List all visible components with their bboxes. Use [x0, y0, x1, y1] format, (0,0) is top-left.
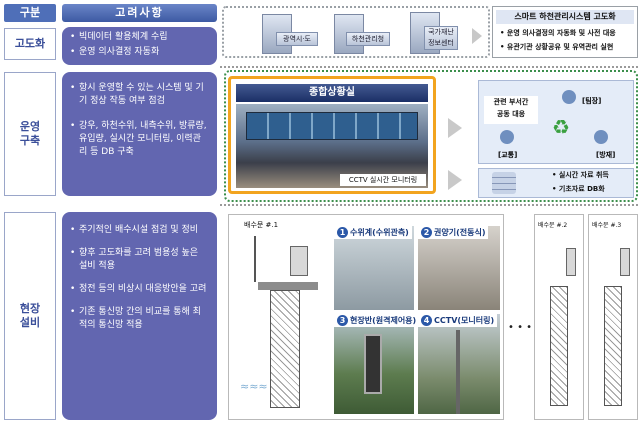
- recycle-icon: ♻: [552, 115, 570, 139]
- header-category: 구분: [4, 4, 56, 22]
- gate-1-label: 배수문 #.1: [244, 221, 279, 229]
- list-item: 항시 운영할 수 있는 시스템 및 기기 정상 작동 여부 점검: [70, 82, 209, 108]
- field-panel-device: [364, 334, 382, 394]
- photo-2-num: 2: [421, 227, 432, 238]
- photo-2: [418, 226, 500, 310]
- smart-system-item: • 운영 의사결정의 자동화 및 사전 대응: [500, 29, 616, 37]
- control-panel: [566, 248, 576, 276]
- photo-3-label: 현장반(원격제어용): [350, 316, 417, 325]
- arrow-icon: [472, 28, 482, 44]
- row-label-advancement: 고도화: [4, 28, 56, 60]
- photo-4-num: 4: [421, 315, 432, 326]
- agency-group: [222, 6, 490, 58]
- photo-1-num: 1: [337, 227, 348, 238]
- row-label-operation: 운영 구축: [4, 72, 56, 196]
- arrow-icon: [448, 118, 462, 138]
- database-icon: [492, 172, 516, 194]
- building-label-3: 국가재난정보센터: [424, 26, 458, 50]
- operations-group: [224, 70, 638, 202]
- gate-structure: [604, 286, 622, 406]
- arrow-icon: [448, 170, 462, 190]
- gate-structure: [270, 290, 300, 408]
- list-item: 기존 통신망 간의 비교를 통해 최적의 통신망 적용: [70, 306, 209, 332]
- data-item: • 기초자료 DB화: [552, 185, 605, 193]
- gate-3-label: 배수문 #.3: [592, 222, 622, 229]
- water-level-gauge: [254, 236, 256, 282]
- row-items-operation: 항시 운영할 수 있는 시스템 및 기기 정상 작동 여부 점검 강우, 하천수…: [62, 72, 217, 196]
- data-item-1: 실시간 자료 취득: [558, 171, 609, 179]
- gate-platform: [258, 282, 318, 290]
- collaboration-title: 관련 부서간 공동 대응: [484, 96, 538, 124]
- cctv-caption: CCTV 실시간 모니터링: [340, 174, 426, 186]
- smart-system-title: 스마트 하천관리시스템 고도화: [496, 10, 634, 24]
- person-icon: [594, 130, 608, 144]
- role-label: [방재]: [596, 151, 616, 159]
- gate-structure: [550, 286, 568, 406]
- gate-2-label: 배수문 #.2: [538, 222, 568, 229]
- water-icon: ≈≈≈: [240, 380, 268, 393]
- smart-system-item: • 유관기관 상황공유 및 유역관리 실현: [500, 43, 614, 51]
- smart-item-2: 유관기관 상황공유 및 유역관리 실현: [506, 43, 614, 51]
- row-items-advancement: 빅데이터 활용체계 수립 운영 의사결정 자동화: [62, 27, 217, 65]
- cctv-pole: [456, 330, 460, 414]
- list-item: 빅데이터 활용체계 수립: [70, 31, 209, 44]
- role-label: [교통]: [498, 151, 518, 159]
- list-item: 운영 의사결정 자동화: [70, 46, 209, 59]
- control-panel: [620, 248, 630, 276]
- control-room-title: 종합상황실: [236, 84, 428, 102]
- video-wall: [246, 112, 418, 140]
- smart-item-1: 운영 의사결정의 자동화 및 사전 대응: [506, 29, 616, 37]
- building-label-2: 하천관리청: [346, 32, 390, 46]
- person-icon: [500, 130, 514, 144]
- photo-1-label: 수위계(수위관측): [350, 228, 409, 237]
- header-considerations: 고려사항: [62, 4, 217, 22]
- separator: [220, 204, 638, 206]
- list-item: 정전 등의 비상시 대응방안을 고려: [70, 283, 209, 296]
- list-item: 주기적인 배수시설 점검 및 정비: [70, 224, 209, 237]
- data-item: • 실시간 자료 취득: [552, 171, 609, 179]
- building-label-1: 광역시·도: [276, 32, 318, 46]
- row-items-field: 주기적인 배수시설 점검 및 정비 향후 고도화를 고려 범용성 높은 설비 적…: [62, 212, 217, 420]
- control-panel: [290, 246, 308, 276]
- data-item-2: 기초자료 DB화: [558, 185, 605, 193]
- photo-4-label: CCTV(모니터링): [434, 316, 495, 325]
- role-label: [팀장]: [582, 97, 602, 105]
- photo-2-label: 권양기(전동식): [434, 228, 486, 237]
- more-gates-ellipsis: • • •: [508, 322, 533, 333]
- row-label-field: 현장 설비: [4, 212, 56, 420]
- photo-1: [334, 226, 414, 310]
- photo-3-num: 3: [337, 315, 348, 326]
- list-item: 향후 고도화를 고려 범용성 높은 설비 적용: [70, 247, 209, 273]
- collaboration-box: [478, 80, 634, 164]
- separator: [220, 66, 638, 68]
- person-icon: [562, 90, 576, 104]
- list-item: 강우, 하천수위, 내측수위, 방류량, 유입량, 실시간 모니터링, 이력관리…: [70, 120, 209, 159]
